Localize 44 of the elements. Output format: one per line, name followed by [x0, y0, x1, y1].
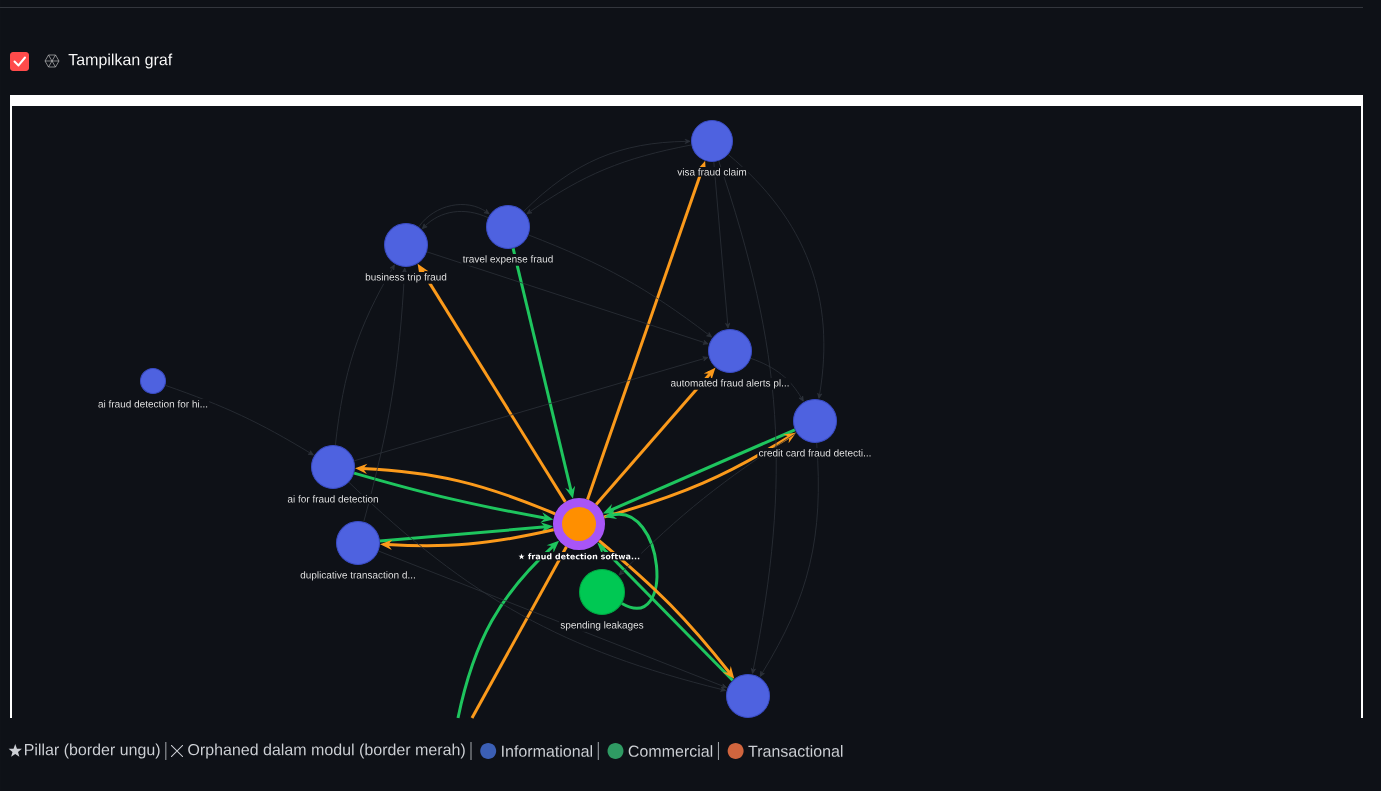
legend-text: Pillar (border ungu) [25, 743, 160, 759]
graph-node: business trip fraud [365, 223, 447, 283]
arrow [618, 432, 797, 576]
node-label: duplicative transaction d... [300, 571, 415, 581]
node-label: credit card fraud detecti... [759, 449, 871, 457]
arrow [759, 442, 819, 677]
node-label: automated fraud alerts pl... [670, 379, 789, 389]
connector-line [470, 546, 568, 719]
graph-node: spending leakages [560, 569, 644, 631]
graph-node: visa fraud claim [677, 120, 747, 176]
node-label: ai fraud detection for hi... [98, 400, 208, 408]
graph-node: duplicative transaction d... [300, 521, 415, 581]
graph-node: ai fraud detection for hi... [98, 368, 208, 408]
arrow [348, 481, 727, 692]
arrow [363, 267, 407, 523]
arrow [750, 357, 804, 402]
arrow [426, 251, 709, 345]
arrow [418, 204, 490, 228]
arrow [528, 234, 713, 338]
node-label: visa fraud claim [677, 168, 747, 176]
arrow [335, 264, 395, 446]
legend-text: Orphaned dalam modul (border merah) [188, 743, 465, 759]
graph-node [726, 674, 770, 718]
arrow [421, 211, 489, 230]
arrow [353, 356, 709, 462]
node-label: spending leakages [560, 621, 644, 631]
arrow [718, 160, 777, 674]
graph-node: automated fraud alerts pl... [670, 329, 789, 389]
arrow [727, 154, 825, 399]
arrow [164, 384, 314, 456]
legend-text: Informational [502, 745, 592, 757]
node-label: business trip fraud [365, 273, 447, 283]
node-label: ★ fraud detection softwa... [518, 553, 640, 560]
graph-node: travel expense fraud [462, 205, 553, 265]
graph-node: ai for fraud detection [287, 445, 378, 503]
node-label: travel expense fraud [462, 255, 553, 265]
legend-text: Commercial [628, 745, 713, 757]
arrow [378, 550, 727, 689]
arrow [713, 161, 731, 329]
graph-node: credit card fraud detecti... [759, 399, 871, 457]
graph-node: ★ fraud detection softwa... [518, 498, 640, 560]
legend-text: Transactional [748, 745, 843, 757]
checkbox-label: Tampilkan graf [68, 53, 173, 69]
node-label: ai for fraud detection [287, 495, 378, 503]
